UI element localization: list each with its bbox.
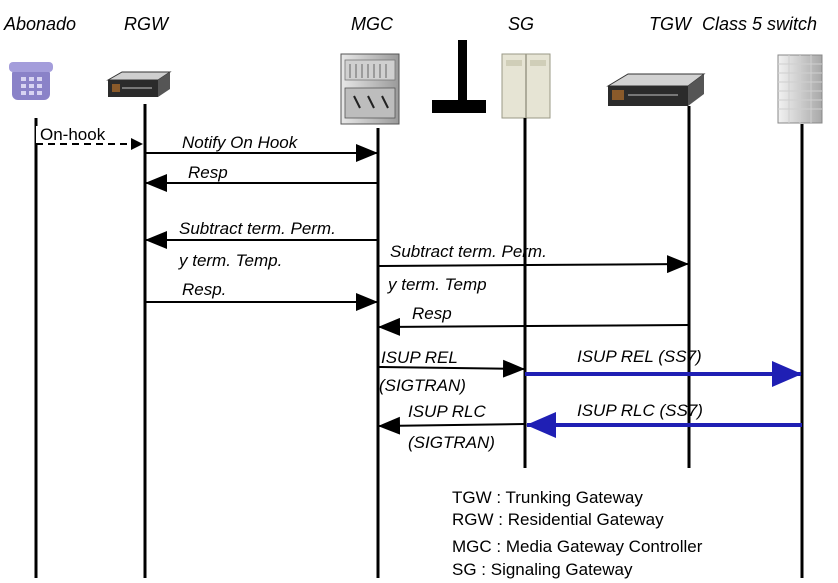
tgw-device-icon <box>608 74 704 106</box>
msg-subtract-right-arrow <box>378 264 688 266</box>
msg-isup-rel-ss7-label: ISUP REL (SS7) <box>577 347 702 366</box>
header-rgw: RGW <box>124 14 170 34</box>
msg-resp-right-label: Resp <box>412 304 452 323</box>
msg-isup-rel-arrow <box>378 367 524 369</box>
rgw-device-icon <box>108 72 170 97</box>
telephone-icon <box>9 62 53 100</box>
msg-isup-rlc-label: ISUP RLC <box>408 402 487 421</box>
header-sg: SG <box>508 14 534 34</box>
msg-notify-on-hook-label: Notify On Hook <box>182 133 299 152</box>
header-mgc: MGC <box>351 14 394 34</box>
msg-isup-rlc-ss7-label: ISUP RLC (SS7) <box>577 401 703 420</box>
msg-isup-rel-label: ISUP REL <box>381 348 458 367</box>
header-class5-switch: Class 5 switch <box>702 14 817 34</box>
legend-item-tgw: TGW : Trunking Gateway <box>452 488 643 507</box>
class5-switch-icon <box>778 55 822 123</box>
msg-y-term-temp-left-label: y term. Temp. <box>178 251 282 270</box>
legend-item-rgw: RGW : Residential Gateway <box>452 510 664 529</box>
msg-sigtran-1-label: (SIGTRAN) <box>379 376 466 395</box>
mgc-server-icon <box>341 54 399 124</box>
legend: TGW : Trunking Gateway RGW : Residential… <box>452 488 703 579</box>
msg-y-term-temp-right-label: y term. Temp <box>387 275 487 294</box>
msg-subtract-left-label: Subtract term. Perm. <box>179 219 336 238</box>
msg-on-hook-label: On-hook <box>40 125 106 144</box>
msg-resp-right-arrow <box>379 325 689 327</box>
legend-item-mgc: MGC : Media Gateway Controller <box>452 537 703 556</box>
header-abonado: Abonado <box>3 14 76 34</box>
msg-resp-left-label: Resp. <box>182 280 226 299</box>
msg-resp-label: Resp <box>188 163 228 182</box>
msg-sigtran-2-label: (SIGTRAN) <box>408 433 495 452</box>
sg-cabinet-icon <box>502 54 550 118</box>
legend-item-sg: SG : Signaling Gateway <box>452 560 633 579</box>
msg-subtract-right-label: Subtract term. Perm. <box>390 242 547 261</box>
separator-icon <box>432 40 486 113</box>
header-tgw: TGW <box>649 14 693 34</box>
msg-isup-rlc-arrow <box>379 424 525 426</box>
